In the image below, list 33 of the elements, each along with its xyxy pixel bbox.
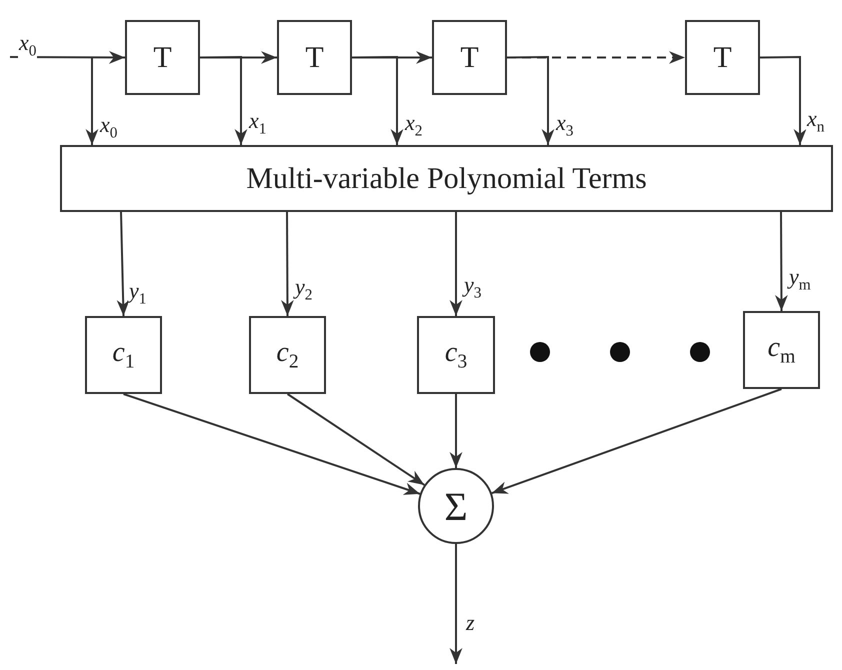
delay-box bbox=[432, 20, 507, 95]
arrow bbox=[506, 56, 554, 145]
coefficient-box bbox=[85, 316, 162, 394]
coefficient-box bbox=[249, 316, 326, 394]
coefficient-box bbox=[417, 316, 495, 394]
delay-box bbox=[277, 20, 352, 95]
delay-box bbox=[685, 20, 760, 95]
arrow bbox=[281, 212, 294, 316]
box-label: c$_{m}$ bbox=[768, 332, 796, 368]
arrow bbox=[491, 388, 782, 494]
process-box bbox=[60, 145, 833, 212]
box-label: T bbox=[460, 40, 479, 74]
coefficient-box bbox=[743, 311, 820, 389]
arrow bbox=[352, 56, 404, 145]
box-label: T bbox=[713, 40, 732, 74]
arrow bbox=[123, 393, 420, 495]
arrow bbox=[760, 56, 806, 145]
box-label: c$_{1}$ bbox=[112, 336, 135, 374]
arrow bbox=[200, 56, 248, 145]
arrow bbox=[450, 212, 462, 316]
box-label: T bbox=[305, 40, 324, 74]
arrow bbox=[450, 544, 462, 664]
box-label: c$_{2}$ bbox=[276, 336, 299, 374]
arrow bbox=[450, 394, 462, 468]
delay-box bbox=[125, 20, 200, 95]
box-label: T bbox=[153, 40, 172, 74]
arrow bbox=[116, 212, 130, 316]
arrow bbox=[86, 57, 98, 145]
box-label: c$_{3}$ bbox=[444, 336, 468, 374]
box-label: Σ bbox=[444, 482, 468, 530]
arrow bbox=[775, 212, 788, 311]
arrow bbox=[286, 393, 425, 486]
box-label: Multi-variable Polynomial Terms bbox=[246, 162, 647, 196]
